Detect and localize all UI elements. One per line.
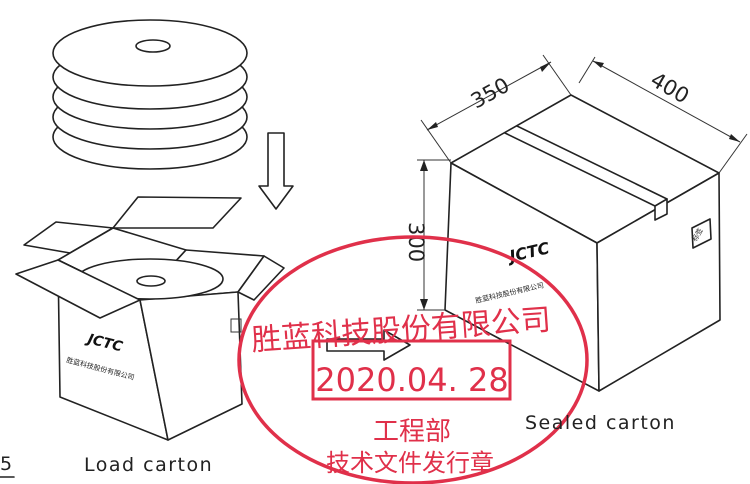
height-label: 300 xyxy=(404,222,428,262)
reel xyxy=(52,19,248,87)
reel-hub xyxy=(136,275,166,287)
dimension-height: 300 xyxy=(404,159,451,311)
caption-edge-fragment: 5 xyxy=(0,453,14,475)
stamp-date: 2020.04. 28 xyxy=(315,361,508,399)
caption-sealed-carton: Sealed carton xyxy=(525,412,676,434)
reel-hub xyxy=(135,39,171,53)
sealed-carton xyxy=(444,94,721,392)
open-carton-side xyxy=(139,291,243,441)
stamp-purpose: 技术文件发行章 xyxy=(326,449,494,477)
official-stamp: 胜蓝科技股份有限公司 2020.04. 28 工程部 技术文件发行章 xyxy=(237,235,589,484)
stamp-department: 工程部 xyxy=(373,417,451,447)
caption-load-carton: Load carton xyxy=(84,454,213,476)
down-arrow-icon xyxy=(258,132,294,210)
tape-end xyxy=(654,198,668,221)
sealed-carton-side xyxy=(596,172,721,392)
side-label xyxy=(691,218,712,249)
right-arrow-icon xyxy=(326,329,411,361)
open-carton xyxy=(15,196,285,441)
width-label: 400 xyxy=(647,68,694,109)
reel-stack xyxy=(52,19,248,170)
depth-label: 350 xyxy=(467,73,514,113)
